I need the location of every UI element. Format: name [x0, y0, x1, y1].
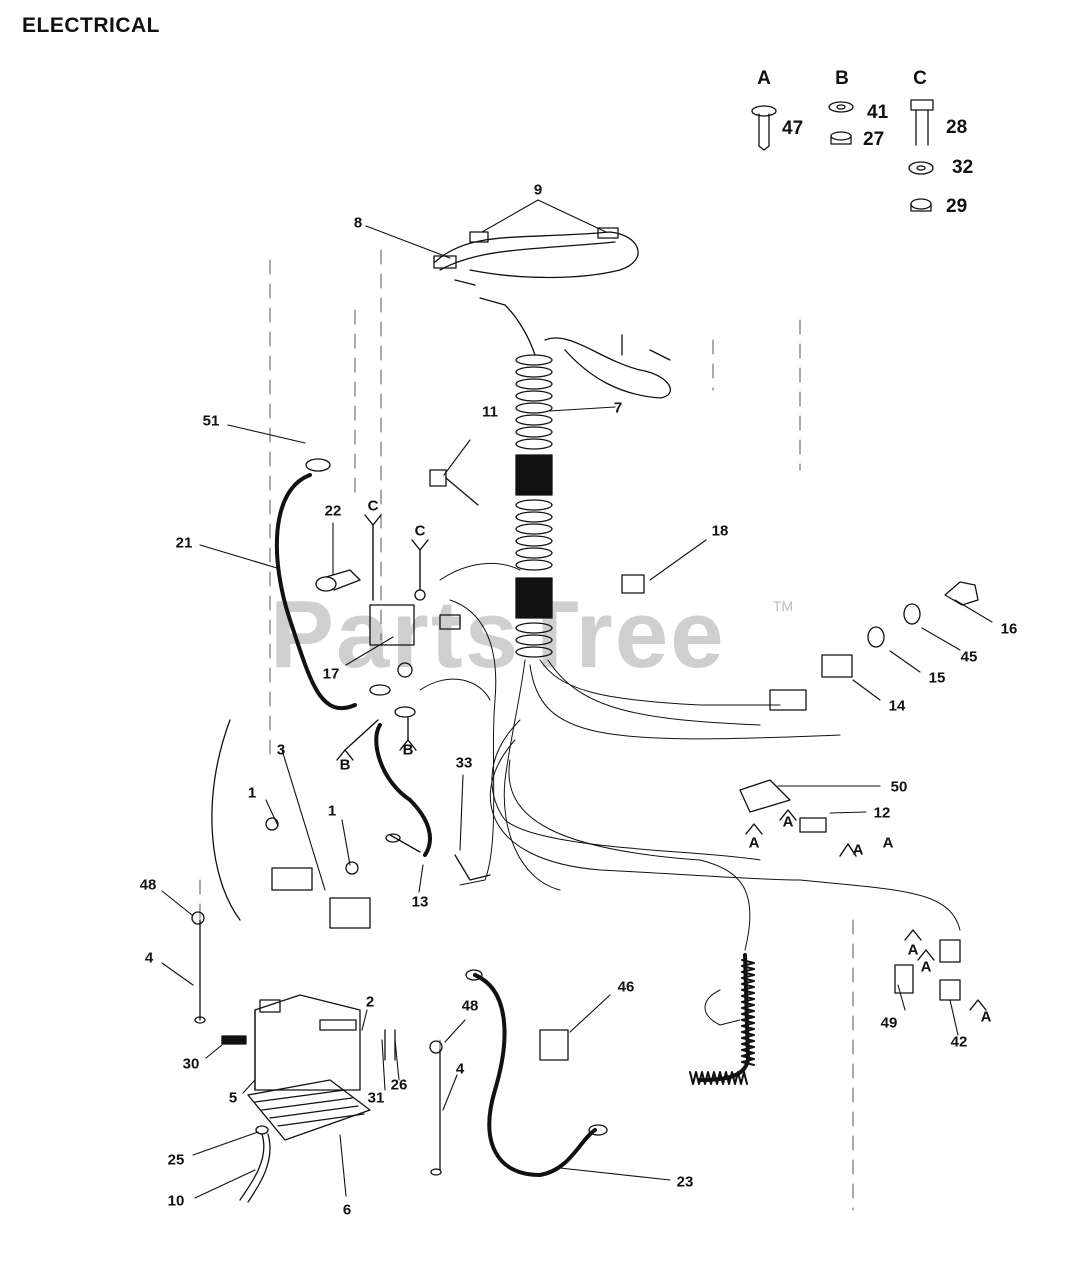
- legend-part-41: 41: [867, 102, 889, 123]
- callout-17: 17: [322, 665, 340, 683]
- battery-assembly: [191, 719, 491, 1203]
- connector-symbols: [336, 514, 987, 1011]
- callout-11: 11: [482, 403, 498, 421]
- connector-mark-a-7: A: [882, 834, 894, 852]
- harness-branches: [419, 562, 961, 1026]
- center-components: [315, 569, 461, 718]
- legend-part-29: 29: [946, 196, 968, 217]
- callout-15: 15: [928, 669, 946, 687]
- callout-25: 25: [167, 1151, 185, 1169]
- connector-mark-c-2: C: [414, 522, 426, 540]
- callout-10: 10: [167, 1192, 185, 1210]
- callout-4-right: 4: [455, 1060, 465, 1078]
- callout-31: 31: [367, 1089, 385, 1107]
- callout-9: 9: [533, 181, 543, 199]
- callout-26: 26: [390, 1076, 408, 1094]
- legend-part-47: 47: [782, 118, 804, 139]
- leader-lines: [161, 199, 993, 1199]
- callout-5: 5: [228, 1089, 238, 1107]
- callout-45: 45: [960, 648, 978, 666]
- callout-8: 8: [353, 214, 363, 232]
- legend-part-32: 32: [952, 157, 974, 178]
- page-title: ELECTRICAL: [22, 14, 160, 37]
- callout-50: 50: [890, 778, 908, 796]
- connector-mark-a-3: A: [852, 841, 864, 859]
- legend-part-icons: [751, 99, 934, 212]
- callout-1-left: 1: [247, 784, 257, 802]
- callout-14: 14: [888, 697, 906, 715]
- coil-wire: [689, 959, 755, 1085]
- callout-48-left: 48: [139, 876, 157, 894]
- callout-49: 49: [880, 1014, 898, 1032]
- watermark-logo: PartsTree: [270, 581, 726, 688]
- callout-13: 13: [411, 893, 429, 911]
- callout-6: 6: [342, 1201, 352, 1219]
- connector-mark-b-1: B: [339, 756, 351, 774]
- callout-46: 46: [617, 978, 635, 996]
- callout-51: 51: [202, 412, 220, 430]
- callout-4-left: 4: [144, 949, 154, 967]
- callout-30: 30: [182, 1055, 200, 1073]
- legend-head-c: C: [913, 68, 927, 89]
- connector-mark-c-1: C: [367, 497, 379, 515]
- legend-head-b: B: [835, 68, 849, 89]
- callout-22: 22: [324, 502, 342, 520]
- callout-42: 42: [950, 1033, 968, 1051]
- connector-mark-b-2: B: [402, 741, 414, 759]
- connector-mark-a-4: A: [907, 941, 919, 959]
- connector-mark-a-5: A: [920, 958, 932, 976]
- callout-21: 21: [175, 534, 193, 552]
- legend-part-27: 27: [863, 129, 885, 150]
- callout-48-right: 48: [461, 997, 479, 1015]
- callout-23: 23: [676, 1173, 694, 1191]
- callout-12: 12: [873, 804, 891, 822]
- callout-7: 7: [613, 399, 623, 417]
- alignment-lines: [199, 249, 854, 1211]
- connector-mark-a-6: A: [980, 1008, 992, 1026]
- legend-part-28: 28: [946, 117, 968, 138]
- callout-2: 2: [365, 993, 375, 1011]
- harness-top: [433, 227, 672, 399]
- connector-mark-a-2: A: [782, 813, 794, 831]
- loom-conduit: [515, 354, 553, 658]
- callout-16: 16: [1000, 620, 1018, 638]
- callout-33: 33: [455, 754, 473, 772]
- callout-18: 18: [711, 522, 729, 540]
- legend-head-a: A: [757, 68, 771, 89]
- callout-3: 3: [276, 741, 286, 759]
- connector-mark-a-1: A: [748, 834, 760, 852]
- right-components: [429, 469, 979, 1061]
- callout-1-right: 1: [327, 802, 337, 820]
- trademark-mark: TM: [773, 598, 794, 614]
